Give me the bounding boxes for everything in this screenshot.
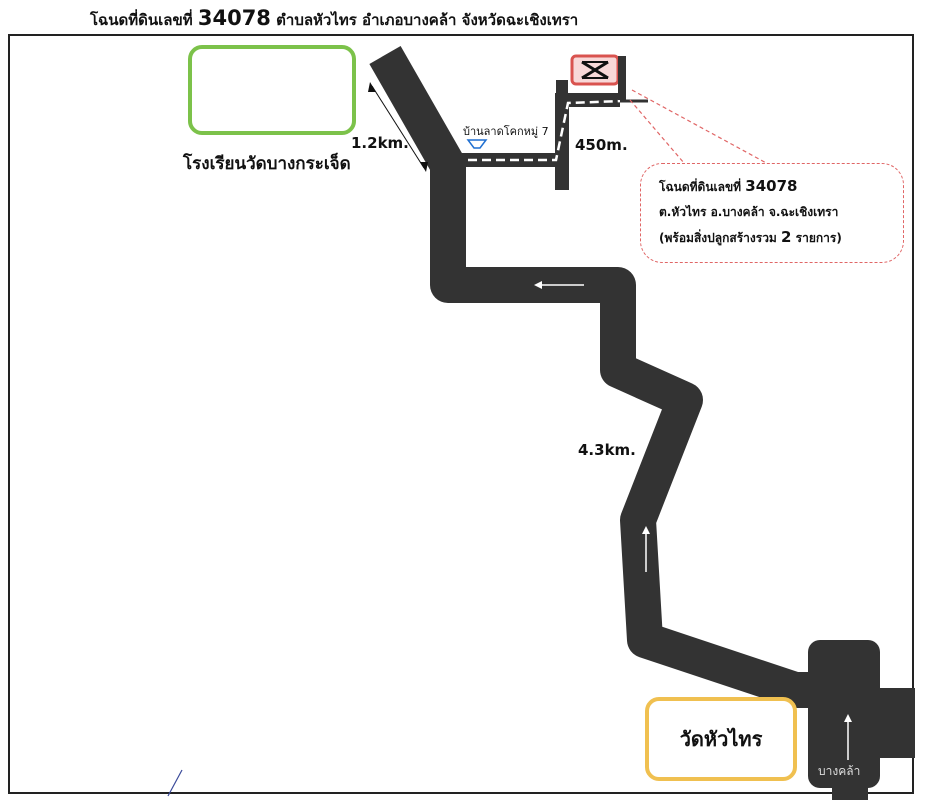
map-title: โฉนดที่ดินเลขที่ 34078 ตำบลหัวไทร อำเภอบ… (90, 6, 850, 34)
distance-side-road: 450m. (575, 136, 628, 154)
map-frame (8, 34, 914, 794)
title-prefix: โฉนดที่ดินเลขที่ (90, 11, 193, 29)
pen-mark (167, 769, 183, 797)
distance-main-road: 4.3km. (578, 441, 636, 459)
title-deed-number: 34078 (197, 6, 271, 30)
info-buildings-suffix: รายการ) (795, 231, 842, 245)
info-deed-prefix: โฉนดที่ดินเลขที่ (659, 180, 742, 194)
info-buildings-prefix: (พร้อมสิ่งปลูกสร้างรวม (659, 231, 777, 245)
school-frame (188, 45, 356, 135)
info-line-1: โฉนดที่ดินเลขที่ 34078 (659, 174, 903, 200)
distance-arrow-icon (368, 82, 428, 172)
village-marker-icon (466, 139, 488, 149)
junction-block (808, 640, 880, 788)
direction-arrow-west (534, 281, 584, 289)
temple-name: วัดหัวไทร (679, 727, 763, 751)
deed-info-box: โฉนดที่ดินเลขที่ 34078 ต.หัวไทร อ.บางคล้… (640, 163, 904, 263)
plot-leader-line (629, 89, 771, 171)
distance-to-school: 1.2km. (351, 134, 409, 152)
route-dashes (468, 99, 623, 162)
village-label: บ้านลาดโคกหมู่ 7 (463, 125, 549, 138)
bangkhla-label: บางคล้า (818, 764, 861, 778)
land-plot-marker-icon (570, 54, 626, 100)
direction-arrow-north (642, 526, 650, 572)
info-deed-number: 34078 (745, 177, 798, 195)
temple-label: วัดหัวไทร (645, 697, 797, 781)
info-line-2: ต.หัวไทร อ.บางคล้า จ.ฉะเชิงเทรา (659, 205, 839, 219)
school-name: โรงเรียนวัดบางกระเจ็ด (183, 154, 351, 174)
info-line-3: (พร้อมสิ่งปลูกสร้างรวม 2 รายการ) (659, 225, 903, 251)
title-location: ตำบลหัวไทร อำเภอบางคล้า จังหวัดฉะเชิงเทร… (276, 11, 579, 29)
direction-arrow-north-start (844, 714, 852, 760)
info-buildings-count: 2 (781, 228, 792, 246)
